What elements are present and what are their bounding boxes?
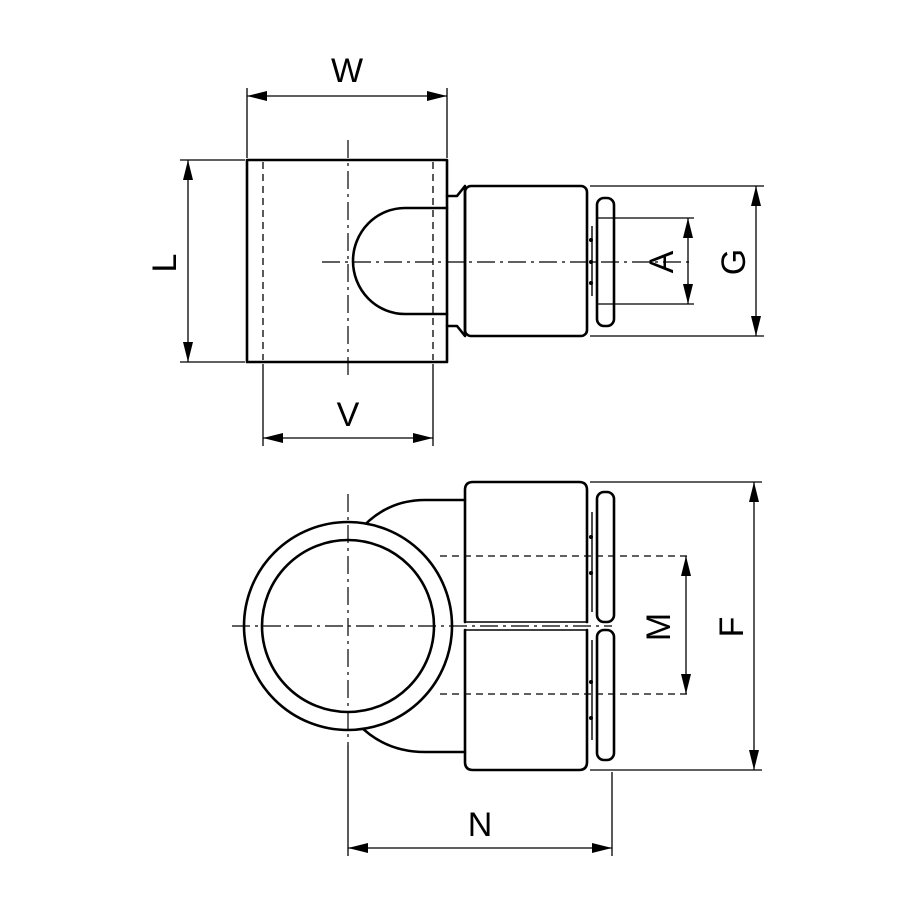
ring-dot-6 xyxy=(589,680,593,684)
g-arrow-top xyxy=(751,186,761,206)
dome-outline xyxy=(351,206,449,316)
body-block-outline xyxy=(245,158,449,364)
collet-body-outline xyxy=(463,184,589,338)
dimension-label-w: W xyxy=(331,52,363,90)
collet-lower-outline xyxy=(463,628,589,772)
dimension-label-a: A xyxy=(643,250,681,273)
dimension-label-v: V xyxy=(337,396,360,434)
dimension-label-m: M xyxy=(640,613,678,641)
ring-dot-2 xyxy=(589,260,593,264)
ring-dot-7 xyxy=(589,716,593,720)
w-arrow-right xyxy=(427,91,447,101)
a-arrow-top xyxy=(683,218,693,238)
f-arrow-bottom xyxy=(749,750,759,770)
n-arrow-left xyxy=(348,843,368,853)
a-arrow-bottom xyxy=(683,284,693,304)
bottom-view: M F N xyxy=(232,480,762,856)
v-arrow-right xyxy=(413,433,433,443)
dimension-label-n: N xyxy=(468,806,493,844)
f-arrow-top xyxy=(749,482,759,502)
g-arrow-bottom xyxy=(751,316,761,336)
w-arrow-left xyxy=(247,91,267,101)
arm-outline-bottom xyxy=(356,722,467,754)
dimension-label-l: L xyxy=(146,254,184,273)
neck-outline xyxy=(445,184,467,338)
ring-dot-4 xyxy=(589,535,593,539)
dimension-label-f: F xyxy=(713,617,751,638)
ring-dot-3 xyxy=(589,281,593,285)
collet-upper-outline xyxy=(463,480,589,624)
m-arrow-bottom xyxy=(681,674,691,694)
v-arrow-left xyxy=(263,433,283,443)
release-ring-upper xyxy=(595,490,616,624)
top-view: W L V A G xyxy=(146,52,764,446)
release-ring-lower xyxy=(595,628,616,762)
l-arrow-top xyxy=(183,160,193,180)
l-arrow-bottom xyxy=(183,342,193,362)
dimension-label-g: G xyxy=(715,249,753,275)
ring-dot-5 xyxy=(589,571,593,575)
m-arrow-top xyxy=(681,556,691,576)
n-arrow-right xyxy=(592,843,612,853)
ring-dot-1 xyxy=(589,238,593,242)
